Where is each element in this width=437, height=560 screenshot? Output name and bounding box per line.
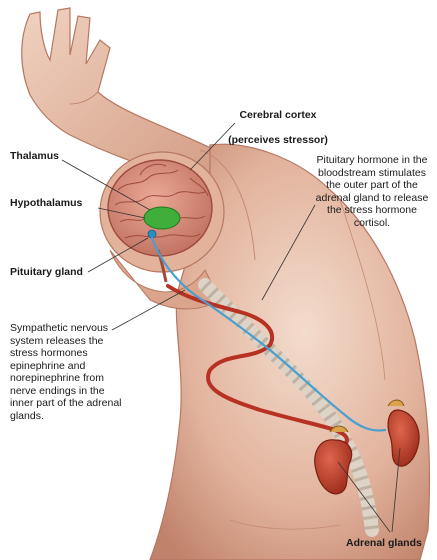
label-pituitary-gland: Pituitary gland <box>10 266 83 279</box>
label-hypothalamus: Hypothalamus <box>10 197 82 210</box>
hypothalamus-region <box>144 207 180 229</box>
cortex-title: Cerebral cortex <box>218 109 338 122</box>
cortex-subtitle: (perceives stressor) <box>218 134 338 147</box>
label-pituitary-hormone: Pituitary hormone in the bloodstream sti… <box>310 154 434 229</box>
label-thalamus: Thalamus <box>10 150 59 163</box>
label-cerebral-cortex: Cerebral cortex (perceives stressor) <box>218 96 338 159</box>
pituitary-dot <box>148 230 156 238</box>
label-adrenal-glands: Adrenal glands <box>346 537 422 550</box>
label-sympathetic-nervous-system: Sympathetic nervous system releases the … <box>10 322 150 422</box>
